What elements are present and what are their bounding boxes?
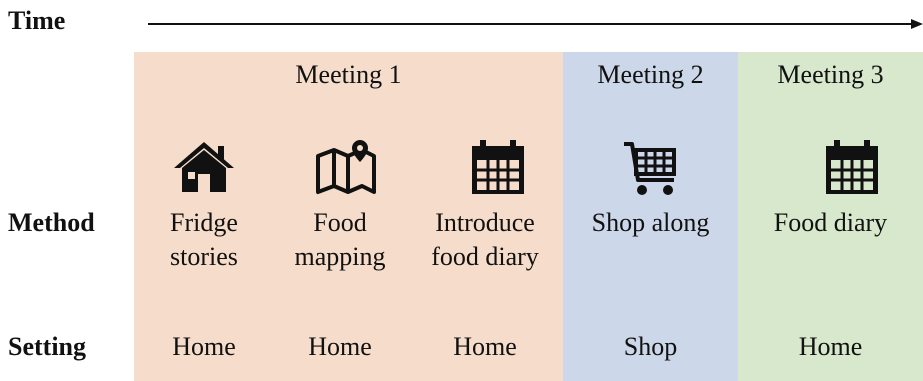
setting-home: Home (453, 332, 517, 361)
method-label: Method (8, 208, 95, 237)
meeting-2-title: Meeting 2 (597, 60, 704, 89)
method-line: food diary (431, 242, 539, 271)
method-line: Fridge (170, 208, 238, 237)
method-line: Shop along (591, 208, 710, 237)
method-line: Food (313, 208, 367, 237)
meeting-3-panel (738, 52, 923, 381)
method-line: stories (170, 242, 238, 271)
meeting-2-panel (563, 52, 738, 381)
time-label: Time (8, 6, 66, 35)
meeting-1-title: Meeting 1 (295, 60, 402, 89)
method-line: mapping (294, 242, 386, 271)
setting-shop: Shop (623, 332, 678, 361)
setting-home: Home (308, 332, 372, 361)
setting-home: Home (798, 332, 863, 361)
method-shop-along: Shop along (563, 206, 738, 240)
method-line: Food diary (773, 208, 888, 237)
method-fridge-stories: Fridge stories (144, 206, 264, 274)
method-introduce-food-diary: Introduce food diary (412, 206, 558, 274)
method-food-mapping: Food mapping (280, 206, 400, 274)
map-icon (314, 138, 378, 198)
calendar-icon (820, 138, 884, 198)
meeting-1-panel (134, 52, 563, 381)
house-icon (172, 138, 236, 198)
meeting-3-title: Meeting 3 (777, 60, 884, 89)
setting-label: Setting (8, 332, 86, 361)
time-arrow (148, 19, 923, 29)
setting-home: Home (172, 332, 236, 361)
method-food-diary: Food diary (738, 206, 923, 240)
calendar-icon (466, 138, 530, 198)
shopping-cart-icon (620, 138, 684, 198)
method-line: Introduce (435, 208, 535, 237)
